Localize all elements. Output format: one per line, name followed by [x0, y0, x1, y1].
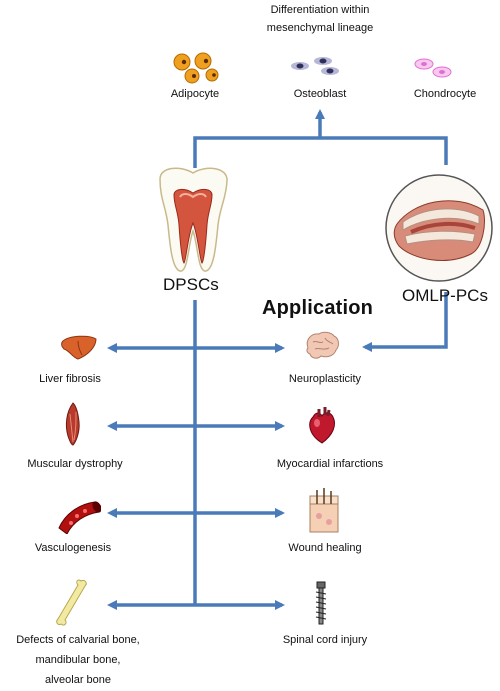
application-title: Application: [262, 297, 374, 319]
lineage-header-line1: Differentiation within: [270, 4, 370, 16]
omlp-arrow: [362, 292, 448, 352]
wound-healing-label: Wound healing: [288, 542, 362, 554]
osteoblast-cells-icon: [291, 57, 339, 75]
muscular-dystrophy-label: Muscular dystrophy: [27, 458, 123, 470]
adipocyte-cells-icon: [173, 52, 219, 84]
bone-defects-label-line1: Defects of calvarial bone,: [16, 634, 140, 646]
omlp-pcs-label: OMLP-PCs: [402, 286, 488, 305]
chondrocyte-label: Chondrocyte: [413, 88, 477, 100]
blood-vessel-icon: [58, 501, 101, 534]
liver-icon: [61, 335, 97, 360]
spinal-screw-icon: [315, 581, 327, 625]
spinal-cord-injury-label: Spinal cord injury: [282, 634, 368, 646]
myocardial-infarctions-label: Myocardial infarctions: [276, 458, 384, 470]
brain-icon: [306, 331, 339, 359]
chondrocyte-cells-icon: [414, 58, 452, 78]
muscle-icon: [65, 402, 80, 446]
tooth-icon: [159, 167, 228, 272]
dpscs-label: DPSCs: [163, 275, 219, 294]
bone-icon: [56, 579, 87, 626]
adipocyte-label: Adipocyte: [170, 88, 220, 100]
lineage-header-line2: mesenchymal lineage: [266, 22, 374, 34]
vasculogenesis-label: Vasculogenesis: [34, 542, 112, 554]
bone-defects-label-line3: alveolar bone: [44, 674, 112, 686]
liver-fibrosis-label: Liver fibrosis: [39, 373, 101, 385]
neuroplasticity-label: Neuroplasticity: [288, 373, 362, 385]
oral-mucosa-mouth-icon: [385, 174, 493, 282]
osteoblast-label: Osteoblast: [293, 88, 347, 100]
heart-icon: [309, 407, 336, 444]
skin-icon: [309, 488, 339, 533]
bone-defects-label-line2: mandibular bone,: [35, 654, 121, 666]
